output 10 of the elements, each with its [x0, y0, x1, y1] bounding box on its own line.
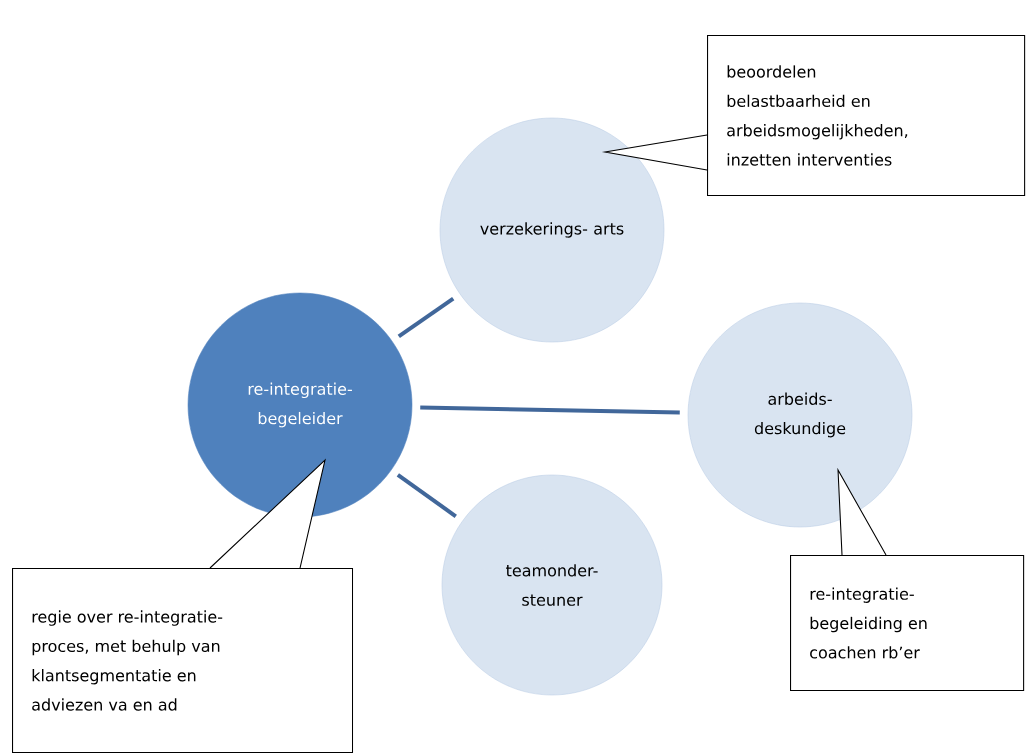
circle-node: teamonder- steuner — [441, 474, 663, 696]
circle-node: re-integratie- begeleider — [187, 292, 413, 518]
circle-node: verzekerings- arts — [439, 117, 665, 343]
callout-box: regie over re-integratie- proces, met behulp van klantsegmentatie en adviezen va en ad — [12, 458, 354, 753]
circle-node: arbeids- deskundige — [687, 302, 913, 528]
callout-box: re-integratie- begeleiding en coachen rb’er — [790, 467, 1025, 691]
connector-line — [396, 473, 457, 518]
callout-box: beoordelen belastbaarheid en arbeidsmogelijkheden, inzetten interventies — [601, 35, 1026, 197]
connector-line — [420, 405, 680, 415]
connector-line — [397, 296, 455, 339]
